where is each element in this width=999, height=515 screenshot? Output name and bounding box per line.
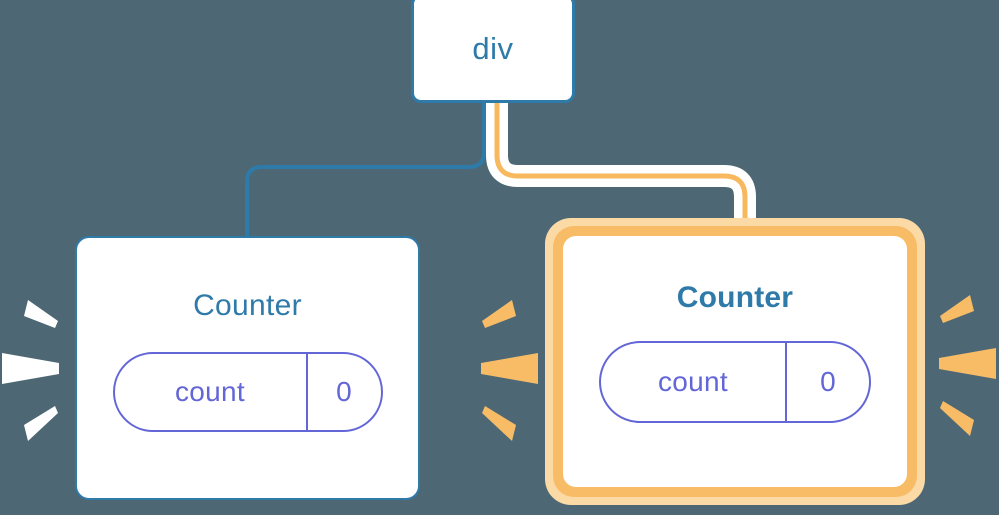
sparkles-far-right-icon [939,295,996,436]
sparkles-mid-icon [481,300,538,441]
sparkle-ray-middle [481,353,538,384]
sparkle-ray-middle [2,353,59,384]
edge-div-to-counter-left [245,101,486,240]
node-counter-left-title: Counter [193,289,302,322]
node-counter-left[interactable]: Counter count 0 [75,236,420,500]
node-counter-right-title: Counter [676,281,794,314]
node-counter-right[interactable]: Counter count 0 [563,236,907,487]
sparkles-far-left-icon [2,300,59,441]
state-pill-wrapper-left: count 0 [112,352,383,432]
sparkle-ray-lower [482,406,516,441]
state-pill-right: count 0 [599,341,871,423]
edge-div-to-counter-right [494,100,748,243]
sparkle-ray-lower [24,406,58,441]
sparkle-ray-middle [939,348,996,379]
state-pill-left: count 0 [112,352,383,432]
node-div-title: div [472,30,514,66]
sparkle-ray-upper [482,300,516,328]
state-pill-wrapper-right: count 0 [599,341,871,423]
state-pill-right-value: 0 [820,366,836,397]
sparkle-ray-upper [940,295,974,323]
state-pill-left-value: 0 [336,376,352,407]
sparkle-ray-upper [24,300,58,328]
node-div[interactable]: div [411,0,575,103]
state-pill-right-key: count [601,343,787,421]
sparkle-ray-lower [940,401,974,436]
state-pill-left-key: count [115,354,308,430]
